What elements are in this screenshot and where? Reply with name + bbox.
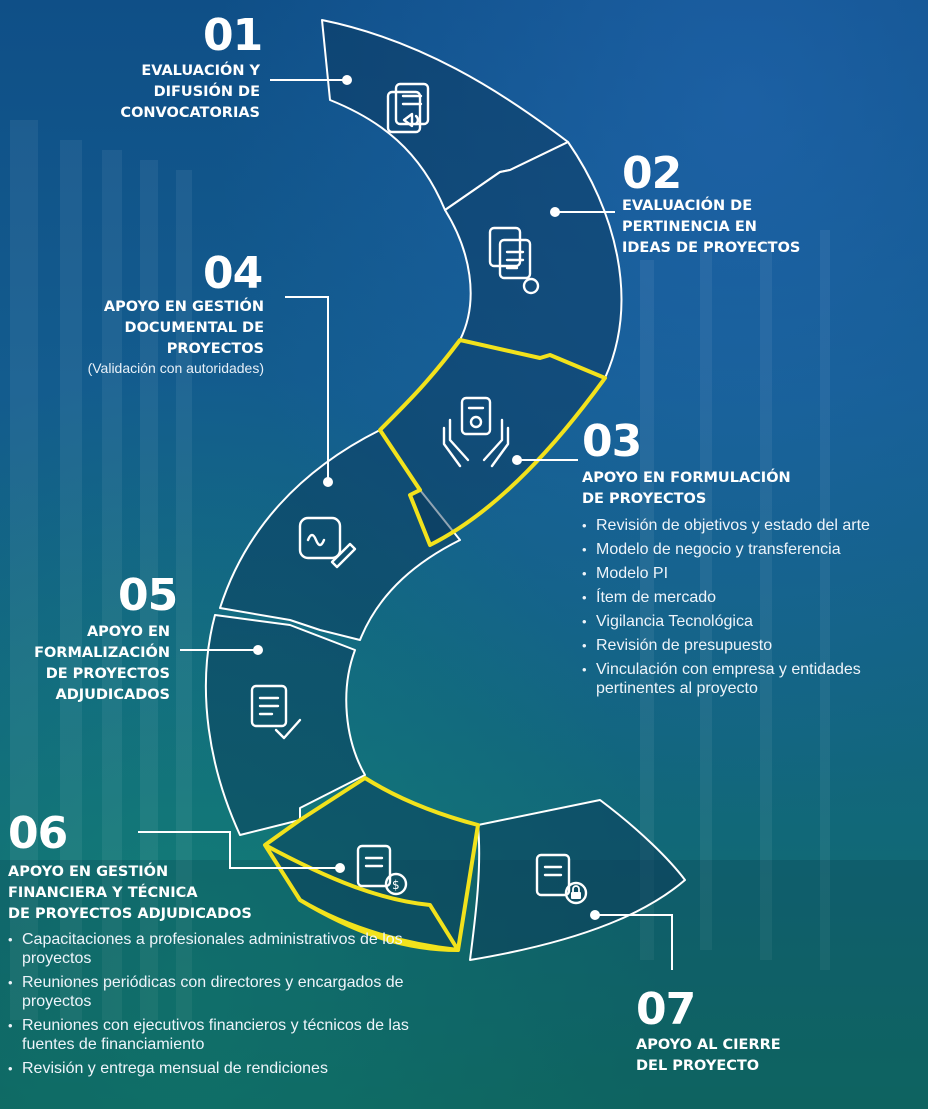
list-item: Modelo PI <box>582 564 928 583</box>
step-number-02: 02 <box>622 148 682 199</box>
hands-document-idea-icon <box>442 396 510 468</box>
list-item: Reuniones periódicas con directores y en… <box>8 973 448 1011</box>
step-number-06: 06 <box>8 808 68 859</box>
list-item: Ítem de mercado <box>582 588 928 607</box>
step-06-bullets: Capacitaciones a profesionales administr… <box>8 930 448 1083</box>
list-item: Modelo de negocio y transferencia <box>582 540 928 559</box>
step-number-01: 01 <box>203 10 263 61</box>
step-number-04: 04 <box>203 248 263 299</box>
list-item: Revisión de presupuesto <box>582 636 928 655</box>
signature-pen-icon <box>298 516 357 569</box>
document-megaphone-icon <box>386 82 430 134</box>
step-subtitle-04: (Validación con autoridades) <box>87 360 264 376</box>
list-item: Capacitaciones a profesionales administr… <box>8 930 448 968</box>
document-dollar-icon: $ <box>356 844 408 896</box>
document-lightbulb-icon <box>488 226 540 295</box>
connector-06 <box>138 831 340 869</box>
list-item: Revisión de objetivos y estado del arte <box>582 516 928 535</box>
step-number-03: 03 <box>582 416 642 467</box>
list-item: Revisión y entrega mensual de rendicione… <box>8 1059 448 1078</box>
step-number-07: 07 <box>636 984 696 1035</box>
document-check-icon <box>250 684 302 740</box>
document-lock-icon <box>535 853 588 905</box>
connector-07 <box>595 914 673 970</box>
segment-06-highlight <box>263 776 480 952</box>
connector-04 <box>285 296 329 480</box>
segment-03-highlight <box>378 338 607 547</box>
step-number-05: 05 <box>118 570 178 621</box>
svg-text:$: $ <box>392 878 400 892</box>
list-item: Vigilancia Tecnológica <box>582 612 928 631</box>
step-03-bullets: Revisión de objetivos y estado del arte … <box>582 516 928 703</box>
list-item: Reuniones con ejecutivos financieros y t… <box>8 1016 448 1054</box>
list-item: Vinculación con empresa y entidades pert… <box>582 660 928 698</box>
segment-07 <box>469 799 686 961</box>
